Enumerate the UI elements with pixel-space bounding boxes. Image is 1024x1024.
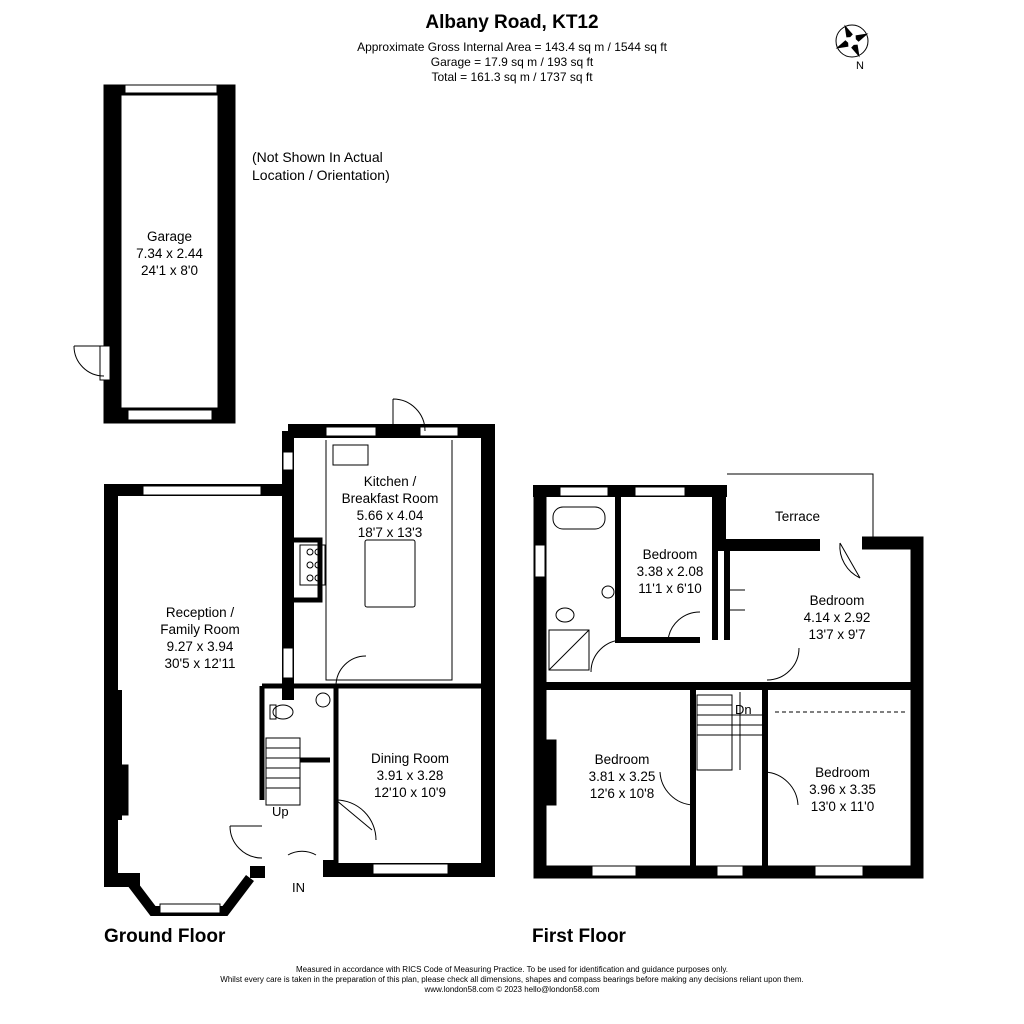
garage-area-text: Garage = 17.9 sq m / 193 sq ft: [430, 55, 594, 69]
kitchen-metric: 5.66 x 4.04: [356, 508, 424, 523]
compass-icon: [835, 24, 869, 58]
terrace-label: Terrace: [775, 509, 821, 524]
bedroom-terrace-metric: 4.14 x 2.92: [803, 610, 871, 625]
dining-label: Dining Room 3.91 x 3.28 12'10 x 10'9: [340, 750, 480, 801]
garage-imperial: 24'1 x 8'0: [141, 263, 198, 278]
bedroom-right-name: Bedroom: [815, 765, 870, 780]
dining-metric: 3.91 x 3.28: [376, 768, 444, 783]
bedroom-left-name: Bedroom: [594, 752, 650, 767]
kitchen-name-2: Breakfast Room: [341, 491, 439, 506]
footer-line-1: Measured in accordance with RICS Code of…: [296, 965, 728, 974]
bedroom-right-imperial: 13'0 x 11'0: [810, 799, 875, 814]
note-line-2: Location / Orientation): [252, 167, 390, 183]
reception-imperial: 30'5 x 12'11: [164, 656, 236, 671]
plan-title: Albany Road, KT12: [425, 12, 599, 33]
footer-line-2: Whilst every care is taken in the prepar…: [220, 975, 804, 984]
bedroom-left-metric: 3.81 x 3.25: [588, 769, 656, 784]
first-floor-walls: [533, 473, 924, 879]
stairs-up-label: Up: [272, 804, 289, 819]
bedroom-right-label: Bedroom 3.96 x 3.35 13'0 x 11'0: [775, 764, 910, 815]
reception-name-2: Family Room: [160, 622, 240, 637]
bedroom-left-label: Bedroom 3.81 x 3.25 12'6 x 10'8: [562, 751, 682, 802]
footer-line-3: www.london58.com © 2023 hello@london58.c…: [424, 985, 600, 994]
dining-name: Dining Room: [370, 751, 450, 766]
bedroom-small-imperial: 11'1 x 6'10: [638, 581, 702, 596]
bedroom-terrace-imperial: 13'7 x 9'7: [808, 627, 866, 642]
first-floor-label: First Floor: [532, 926, 626, 947]
bedroom-small-metric: 3.38 x 2.08: [636, 564, 704, 579]
garage-name: Garage: [146, 229, 193, 244]
bedroom-terrace-name: Bedroom: [809, 593, 865, 608]
bedroom-left-imperial: 12'6 x 10'8: [589, 786, 655, 801]
dining-imperial: 12'10 x 10'9: [374, 785, 446, 800]
kitchen-name-1: Kitchen /: [363, 474, 417, 489]
entrance-label: IN: [292, 880, 305, 895]
garage-metric: 7.34 x 2.44: [136, 246, 203, 261]
location-note: (Not Shown In Actual Location / Orientat…: [252, 148, 390, 184]
bedroom-right-metric: 3.96 x 3.35: [809, 782, 876, 797]
gross-area-text: Approximate Gross Internal Area = 143.4 …: [357, 40, 667, 54]
bedroom-terrace-label: Bedroom 4.14 x 2.92 13'7 x 9'7: [762, 592, 912, 643]
garage-label: Garage 7.34 x 2.44 24'1 x 8'0: [104, 228, 235, 279]
compass-label: N: [856, 60, 864, 72]
ground-floor-walls: [104, 398, 495, 916]
note-line-1: (Not Shown In Actual: [252, 149, 383, 165]
reception-metric: 9.27 x 3.94: [166, 639, 234, 654]
reception-name-1: Reception /: [165, 605, 235, 620]
garage-walls: [73, 84, 236, 424]
ground-floor-label: Ground Floor: [104, 926, 226, 947]
stairs-down-label: Dn: [735, 702, 752, 717]
reception-label: Reception / Family Room 9.27 x 3.94 30'5…: [130, 604, 270, 672]
kitchen-label: Kitchen / Breakfast Room 5.66 x 4.04 18'…: [320, 473, 460, 541]
bedroom-small-name: Bedroom: [642, 547, 698, 562]
bedroom-small-label: Bedroom 3.38 x 2.08 11'1 x 6'10: [622, 546, 718, 597]
kitchen-imperial: 18'7 x 13'3: [357, 525, 423, 540]
total-area-text: Total = 161.3 sq m / 1737 sq ft: [431, 70, 593, 84]
